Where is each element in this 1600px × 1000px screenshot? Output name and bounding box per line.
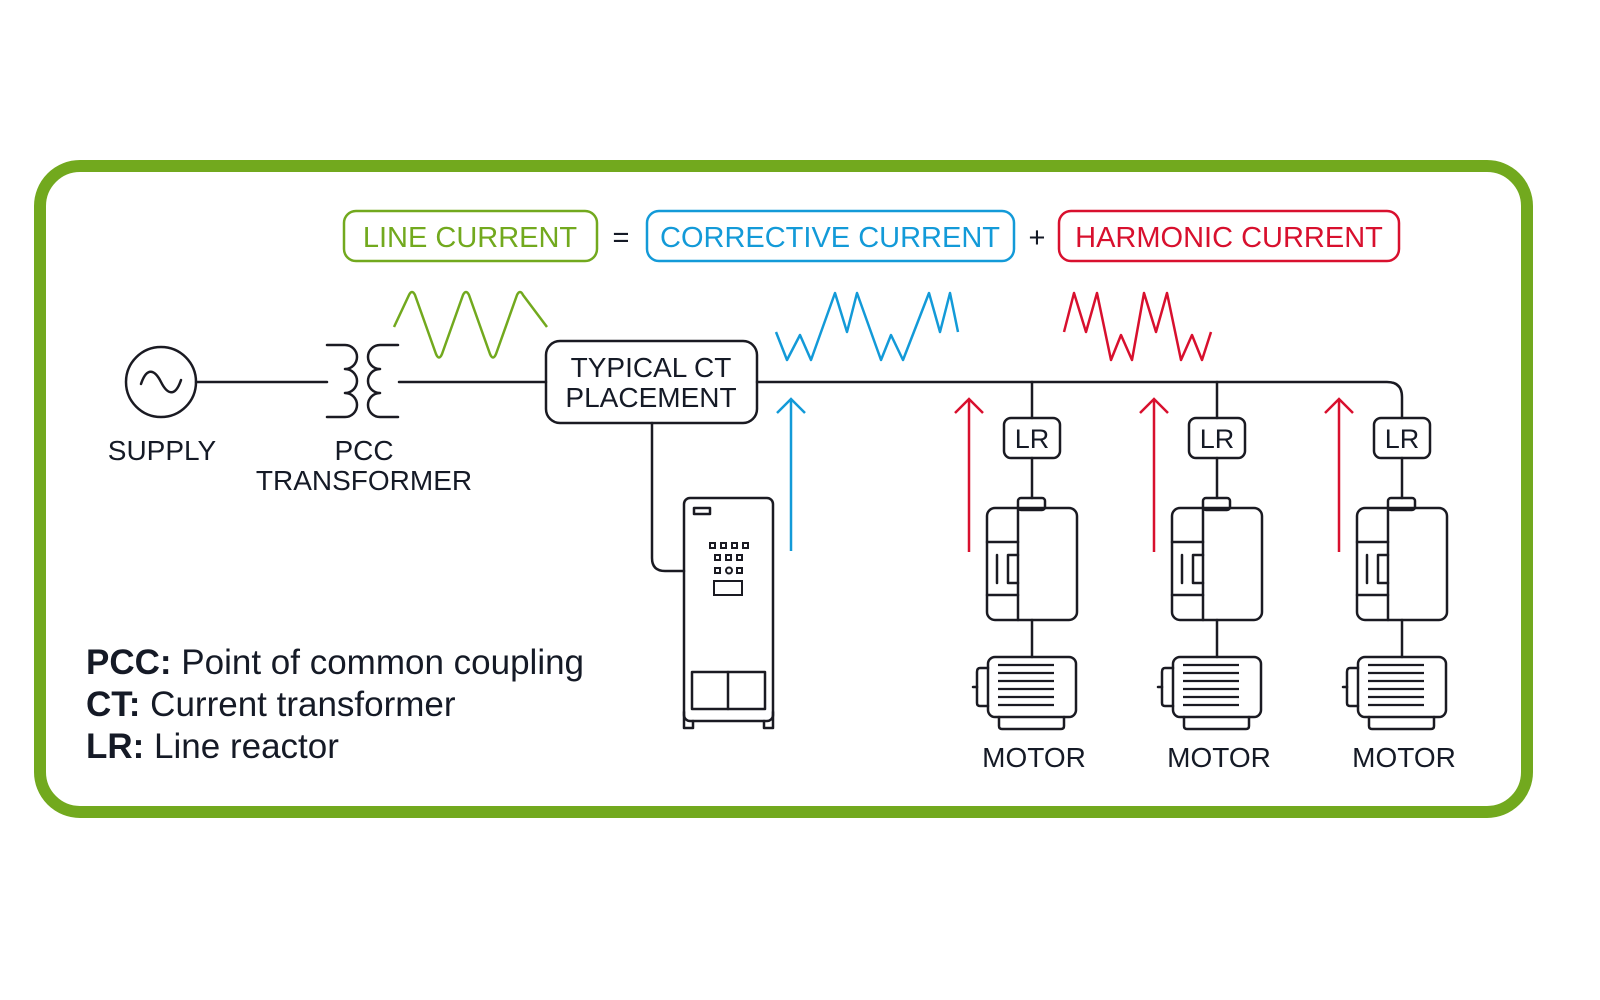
legend-item-pcc: PCC: Point of common coupling bbox=[86, 643, 585, 682]
harmonic-current-arrow bbox=[1324, 397, 1354, 552]
corrective-current-waveform bbox=[774, 291, 960, 362]
motor-icon bbox=[971, 655, 1078, 731]
equation: LINE CURRENT = CORRECTIVE CURRENT + HARM… bbox=[342, 209, 1401, 263]
corrective-current-box bbox=[645, 209, 1016, 263]
transformer-icon bbox=[325, 343, 400, 419]
transformer-label-line2: TRANSFORMER bbox=[256, 465, 472, 496]
motor-icon bbox=[1341, 655, 1448, 731]
motor-label: MOTOR bbox=[1167, 742, 1271, 773]
line-current-label: LINE CURRENT bbox=[363, 222, 578, 254]
drive-icon bbox=[1355, 496, 1449, 622]
motor-branch: LR bbox=[1139, 380, 1271, 773]
corrective-current-label: CORRECTIVE CURRENT bbox=[660, 222, 1000, 254]
supply-source bbox=[124, 345, 198, 419]
plus-sign: + bbox=[1029, 222, 1046, 254]
corrective-current-arrow bbox=[776, 397, 806, 551]
equals-sign: = bbox=[613, 222, 630, 254]
supply-label: SUPPLY bbox=[108, 435, 217, 466]
transformer-label-line1: PCC bbox=[334, 435, 393, 466]
main-bus bbox=[755, 380, 1404, 420]
drive-icon bbox=[1170, 496, 1264, 622]
line-reactor-label: LR bbox=[1200, 424, 1235, 454]
line-reactor-label: LR bbox=[1015, 424, 1050, 454]
active-filter-cabinet bbox=[682, 496, 775, 730]
motor-label: MOTOR bbox=[982, 742, 1086, 773]
drive-icon bbox=[985, 496, 1079, 622]
motor-icon bbox=[1156, 655, 1263, 731]
legend-item-ct: CT: Current transformer bbox=[86, 685, 456, 724]
ct-label-line2: PLACEMENT bbox=[565, 382, 736, 413]
motor-label: MOTOR bbox=[1352, 742, 1456, 773]
motor-branch: LR bbox=[954, 380, 1086, 773]
sine-icon bbox=[139, 370, 183, 394]
harmonic-current-box bbox=[1057, 209, 1401, 263]
harmonic-current-label: HARMONIC CURRENT bbox=[1075, 222, 1383, 254]
legend: PCC: Point of common coupling CT: Curren… bbox=[86, 642, 584, 768]
legend-item-lr: LR: Line reactor bbox=[86, 727, 339, 766]
motor-branch: LR bbox=[1324, 397, 1456, 773]
harmonic-current-arrow bbox=[954, 397, 984, 552]
ct-label-line1: TYPICAL CT bbox=[571, 352, 732, 383]
harmonic-current-arrow bbox=[1139, 397, 1169, 552]
harmonic-current-waveform bbox=[1062, 291, 1213, 362]
line-current-waveform bbox=[392, 290, 548, 359]
line-reactor-label: LR bbox=[1385, 424, 1420, 454]
diagram-frame bbox=[34, 160, 1533, 818]
line-current-box bbox=[342, 209, 599, 263]
